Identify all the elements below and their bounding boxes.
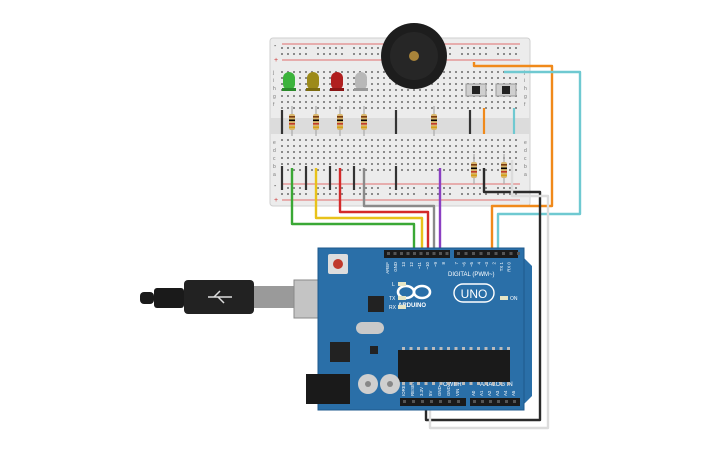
resistor[interactable] <box>313 106 319 136</box>
digital-pin-label: 2 <box>492 261 497 264</box>
resistor[interactable] <box>361 106 367 136</box>
row-letter: g <box>273 94 276 100</box>
led-white[interactable] <box>354 72 368 91</box>
reset-button[interactable] <box>328 254 348 274</box>
analog-pin-label: A5 <box>511 390 516 396</box>
rail-minus-top: - <box>274 43 277 50</box>
brand-label: ARDUINO <box>398 303 426 309</box>
row-letter: i <box>524 78 525 84</box>
digital-pin-label: AREF <box>385 262 390 274</box>
row-letter: e <box>273 140 276 146</box>
digital-pin-label: ~5 <box>469 261 474 267</box>
power-pin-label: VIN <box>455 389 460 396</box>
led-green[interactable] <box>282 72 296 91</box>
resistor[interactable] <box>337 106 343 136</box>
row-letter: i <box>273 78 274 84</box>
digital-header-left <box>384 250 450 258</box>
usb-icon <box>208 290 232 304</box>
digital-pin-label: ~3 <box>484 261 489 267</box>
rail-minus-bottom: - <box>274 183 277 190</box>
led-label-on: ON <box>510 296 518 302</box>
analog-pin-label: A2 <box>487 390 492 396</box>
digital-pin-label: GND <box>393 262 398 272</box>
row-letter: e <box>524 140 527 146</box>
row-letter: j <box>272 70 274 76</box>
row-letter: h <box>524 86 527 92</box>
power-pin-labels: IOREF RESET 3.3V 5V GND GND VIN <box>401 381 460 396</box>
analog-header <box>470 398 520 406</box>
digital-header-right <box>454 250 518 258</box>
rail-plus-top: + <box>274 57 278 64</box>
led-yellow[interactable] <box>306 72 320 91</box>
resistors <box>289 106 507 184</box>
resistor[interactable] <box>289 106 295 136</box>
digital-pin-label: 8 <box>441 261 446 264</box>
usb-cable <box>140 279 349 319</box>
digital-pin-label: ~11 <box>417 261 422 269</box>
analog-pin-label: A4 <box>503 390 508 396</box>
usb-chip <box>368 296 384 312</box>
analog-pin-label: A3 <box>495 390 500 396</box>
rail-plus-bottom: + <box>274 197 278 204</box>
resistor[interactable] <box>501 154 507 184</box>
breadboard-jumpers <box>280 110 472 190</box>
analog-pin-label: A0 <box>471 390 476 396</box>
wires <box>290 62 582 430</box>
row-letter: f <box>524 102 526 108</box>
header-power-label: POWER <box>439 382 462 388</box>
row-letter: g <box>524 94 527 100</box>
led-label-rx: RX <box>389 305 397 311</box>
push-button-2[interactable] <box>495 83 517 97</box>
crystal <box>356 322 384 334</box>
power-pin-label: GND <box>437 386 442 396</box>
row-letter: a <box>273 172 276 178</box>
header-analog-label: ANALOG IN <box>480 382 513 388</box>
row-letter: h <box>273 86 276 92</box>
digital-pin-label: 13 <box>401 261 406 266</box>
row-letter: c <box>273 156 276 162</box>
row-letter: d <box>273 148 276 154</box>
piezo-buzzer[interactable] <box>381 23 447 89</box>
digital-pin-label: TX 1 <box>499 261 504 271</box>
analog-pin-label: A1 <box>479 390 484 396</box>
power-pin-label: IOREF <box>401 382 406 396</box>
row-letter: d <box>524 148 527 154</box>
header-digital-label: DIGITAL (PWM~) <box>448 272 495 278</box>
led-label-tx: TX <box>389 296 396 302</box>
row-letter: c <box>524 156 527 162</box>
digital-pin-label: ~6 <box>462 261 467 267</box>
power-jack <box>306 374 350 404</box>
voltage-regulator <box>330 342 350 362</box>
resistor[interactable] <box>431 106 437 136</box>
digital-pin-label: ~9 <box>433 261 438 267</box>
digital-pin-label: 7 <box>454 261 459 264</box>
row-letter: b <box>524 164 527 170</box>
digital-pin-label: 12 <box>409 261 414 266</box>
led-label-l: L <box>392 282 395 288</box>
digital-pin-label: ~10 <box>425 261 430 269</box>
power-pin-label: GND <box>446 386 451 396</box>
atmega-chip <box>398 350 510 382</box>
push-button-1[interactable] <box>465 83 487 97</box>
resistor[interactable] <box>471 154 477 184</box>
power-pin-label: RESET <box>410 381 415 396</box>
model-label: UNO <box>461 287 488 301</box>
power-pin-label: 3.3V <box>419 387 424 396</box>
uno-badge <box>453 283 495 303</box>
power-pin-label: 5V <box>428 391 433 396</box>
row-letter: a <box>524 172 527 178</box>
led-red[interactable] <box>330 72 344 91</box>
row-letter: b <box>273 164 276 170</box>
row-letter: f <box>273 102 275 108</box>
digital-pin-label: 4 <box>477 261 482 264</box>
digital-pin-label: RX 0 <box>507 261 512 271</box>
